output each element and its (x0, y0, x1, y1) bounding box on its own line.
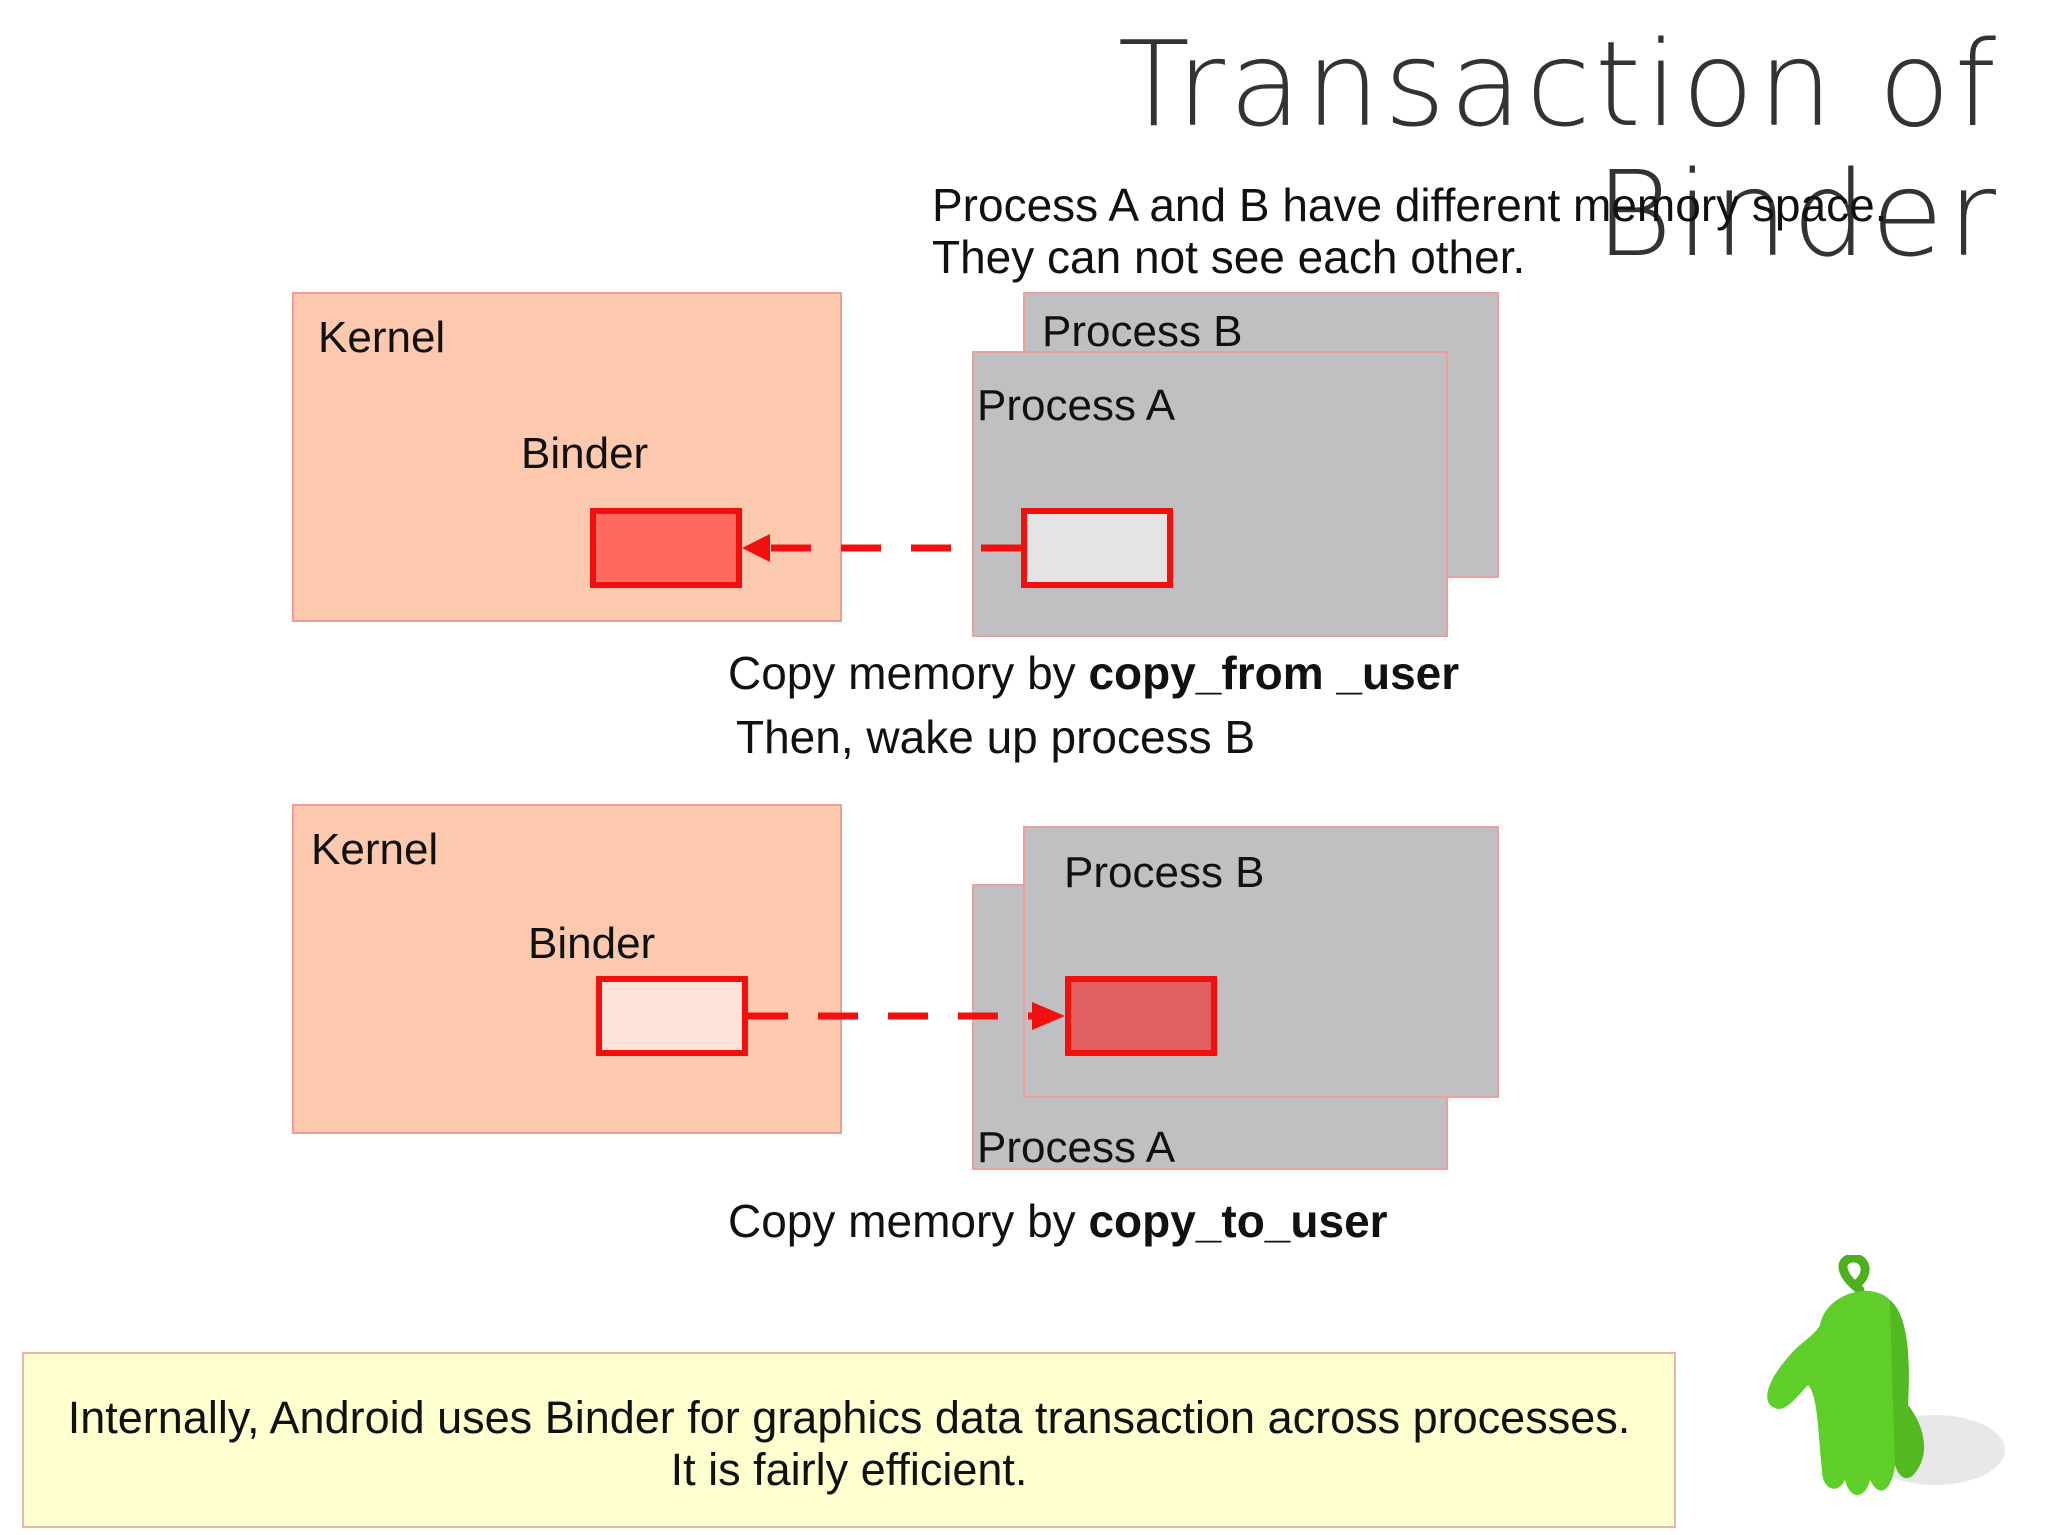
top-caption: Copy memory by copy_from _user (728, 648, 1459, 699)
bottom-process-a-label: Process A (977, 1123, 1176, 1172)
top-binder-buffer (590, 508, 742, 588)
summary-note-line-1: Internally, Android uses Binder for grap… (67, 1392, 1631, 1443)
intro-line-1: Process A and B have different memory sp… (932, 179, 1888, 231)
top-dashed-arrow (742, 534, 1021, 562)
top-kernel-box (292, 292, 842, 622)
top-caption-prefix: Copy memory by (728, 647, 1089, 699)
bottom-caption-prefix: Copy memory by (728, 1195, 1089, 1247)
top-kernel-label: Kernel (318, 313, 446, 362)
bottom-caption: Copy memory by copy_to_user (728, 1196, 1388, 1247)
bottom-kernel-label: Kernel (311, 825, 439, 874)
summary-note: Internally, Android uses Binder for grap… (22, 1352, 1676, 1528)
top-process-a-buffer (1021, 508, 1173, 588)
bottom-kernel-box (292, 804, 842, 1134)
bottom-dashed-arrow (748, 1002, 1065, 1030)
bottom-binder-label: Binder (528, 919, 656, 968)
bottom-process-b-label: Process B (1064, 848, 1265, 897)
android-mascot-icon (1767, 1255, 2005, 1495)
intro-line-2: They can not see each other. (932, 231, 1526, 283)
bottom-arrowhead (1032, 1002, 1065, 1030)
top-caption-function: copy_from _user (1088, 647, 1460, 699)
top-caption-line-2: Then, wake up process B (736, 711, 1256, 763)
top-process-a-box (972, 351, 1448, 637)
top-binder-label: Binder (521, 429, 649, 478)
slide-title: Transaction of Binder (1117, 15, 2000, 283)
top-process-a-label: Process A (977, 381, 1176, 430)
bottom-process-b-buffer (1065, 976, 1217, 1056)
bottom-binder-buffer (596, 976, 748, 1056)
bottom-caption-function: copy_to_user (1088, 1195, 1388, 1247)
summary-note-line-2: It is fairly efficient. (670, 1444, 1028, 1495)
top-process-b-label: Process B (1042, 307, 1243, 356)
top-arrowhead (742, 534, 770, 562)
